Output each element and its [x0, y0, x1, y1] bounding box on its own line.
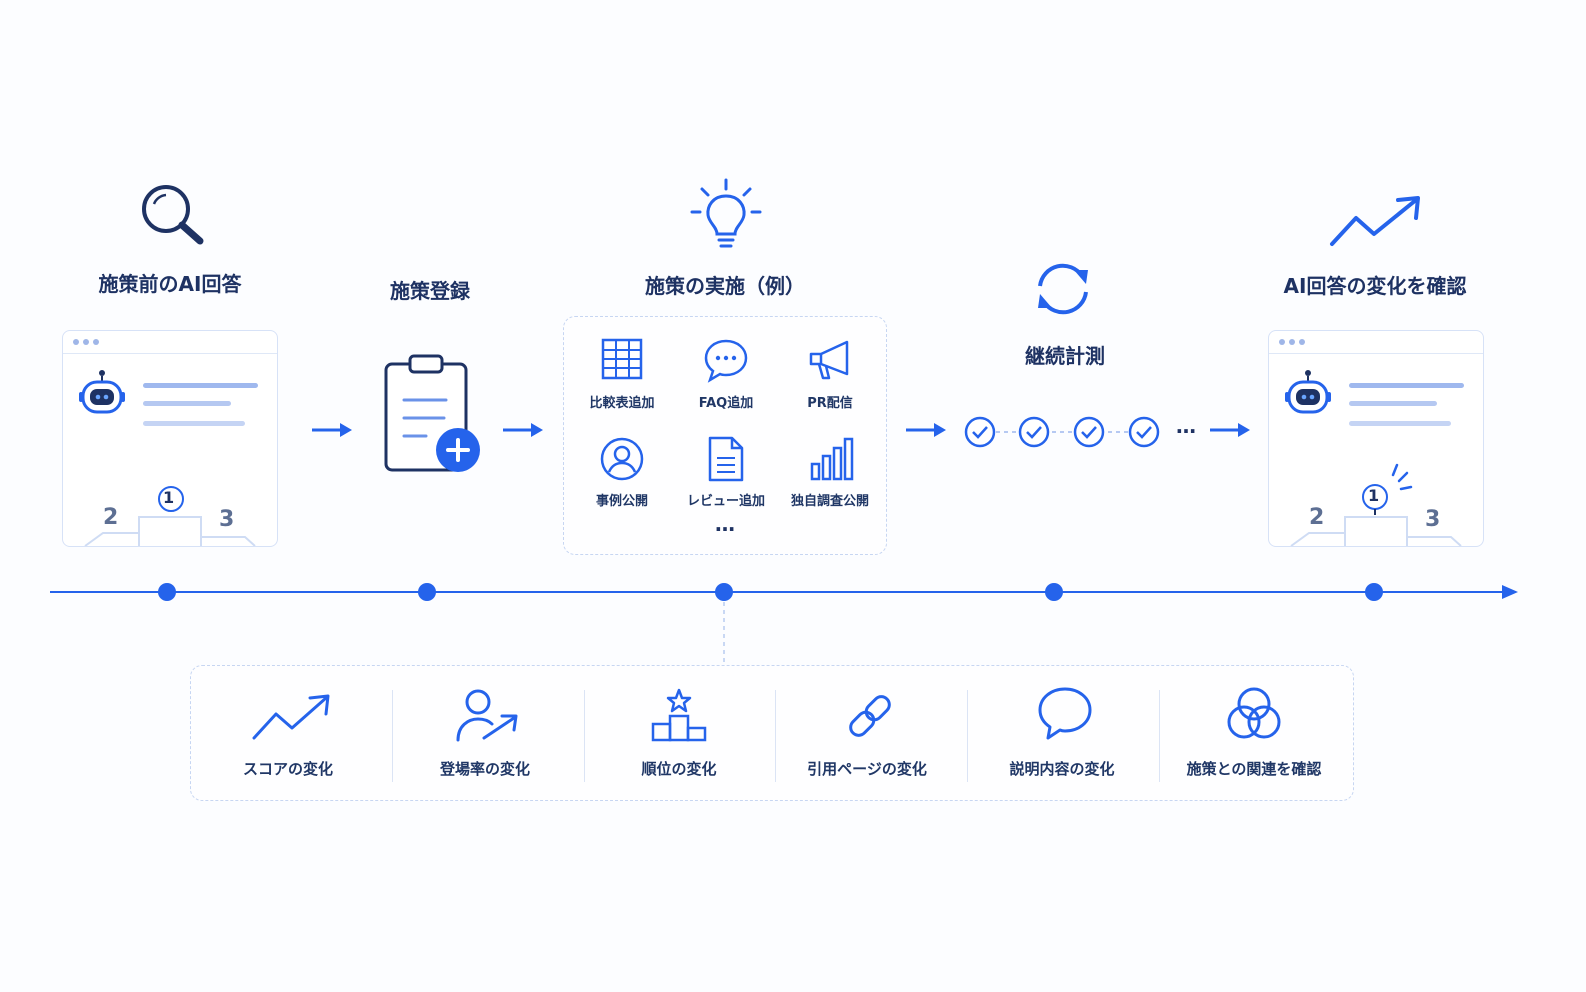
trend-up-icon	[252, 694, 330, 740]
rank-1: 1	[163, 488, 175, 507]
divider	[775, 690, 776, 782]
action-label: 事例公開	[595, 494, 648, 509]
divider	[392, 690, 393, 782]
trend-up-icon	[1330, 196, 1420, 246]
timeline	[50, 583, 1518, 664]
actions-more: …	[715, 512, 735, 536]
check-icon	[1128, 416, 1160, 448]
speech-bubble-icon	[1038, 687, 1092, 740]
metric-label: 説明内容の変化	[1009, 760, 1115, 778]
arrow-right-icon	[312, 423, 352, 437]
stage-title-before: 施策前のAI回答	[98, 272, 242, 296]
megaphone-icon	[809, 340, 849, 380]
arrow-right-icon	[503, 423, 543, 437]
metric-label: 登場率の変化	[439, 760, 530, 778]
divider	[1159, 690, 1160, 782]
check-icon	[1073, 416, 1105, 448]
podium-icon	[1290, 463, 1462, 546]
ai-answer-window-after: 1 2 3	[1268, 330, 1484, 547]
timeline-node	[1365, 583, 1383, 601]
stage-title-implement: 施策の実施（例）	[645, 274, 805, 298]
check-icon	[964, 416, 996, 448]
measure-more: …	[1176, 414, 1196, 438]
podium-icon	[84, 486, 256, 546]
stage-title-measure: 継続計測	[1025, 344, 1105, 368]
metrics-panel	[190, 665, 1354, 801]
metric-label: 順位の変化	[641, 760, 717, 778]
rank-3: 3	[1425, 507, 1441, 532]
divider	[967, 690, 968, 782]
measurement-checks	[964, 416, 1160, 448]
metric-label: スコアの変化	[242, 760, 333, 778]
venn-icon	[1227, 687, 1281, 739]
document-icon	[708, 436, 744, 482]
metric-label: 引用ページの変化	[807, 760, 927, 778]
action-label: FAQ追加	[698, 396, 754, 411]
timeline-node	[158, 583, 176, 601]
user-icon	[600, 437, 644, 481]
check-icon	[1018, 416, 1050, 448]
ai-answer-window-before: 1 2 3	[62, 330, 278, 547]
robot-icon	[79, 370, 125, 414]
robot-icon	[1285, 370, 1331, 414]
clipboard-plus-icon	[384, 354, 480, 472]
table-icon	[601, 338, 643, 380]
refresh-icon	[1038, 263, 1088, 315]
arrow-right-icon	[1210, 423, 1250, 437]
stage-title-after: AI回答の変化を確認	[1283, 274, 1467, 298]
rank-1: 1	[1368, 486, 1380, 505]
arrow-right-icon	[906, 423, 946, 437]
rank-2: 2	[1309, 505, 1325, 530]
podium-star-icon	[651, 688, 707, 742]
bar-chart-icon	[810, 437, 854, 481]
timeline-node	[715, 583, 733, 601]
rank-2: 2	[103, 505, 119, 530]
person-arrow-icon	[456, 689, 518, 742]
link-icon	[849, 695, 891, 737]
timeline-node	[1045, 583, 1063, 601]
action-label: 独自調査公開	[790, 494, 869, 509]
search-icon	[142, 185, 204, 245]
metric-label: 施策との関連を確認	[1186, 760, 1322, 778]
action-label: PR配信	[807, 396, 853, 411]
lightbulb-icon	[690, 178, 762, 248]
timeline-node	[418, 583, 436, 601]
stage-title-register: 施策登録	[390, 279, 470, 303]
action-label: レビュー追加	[686, 494, 765, 509]
chat-icon	[704, 339, 748, 383]
action-label: 比較表追加	[589, 396, 655, 411]
rank-3: 3	[219, 507, 235, 532]
divider	[584, 690, 585, 782]
